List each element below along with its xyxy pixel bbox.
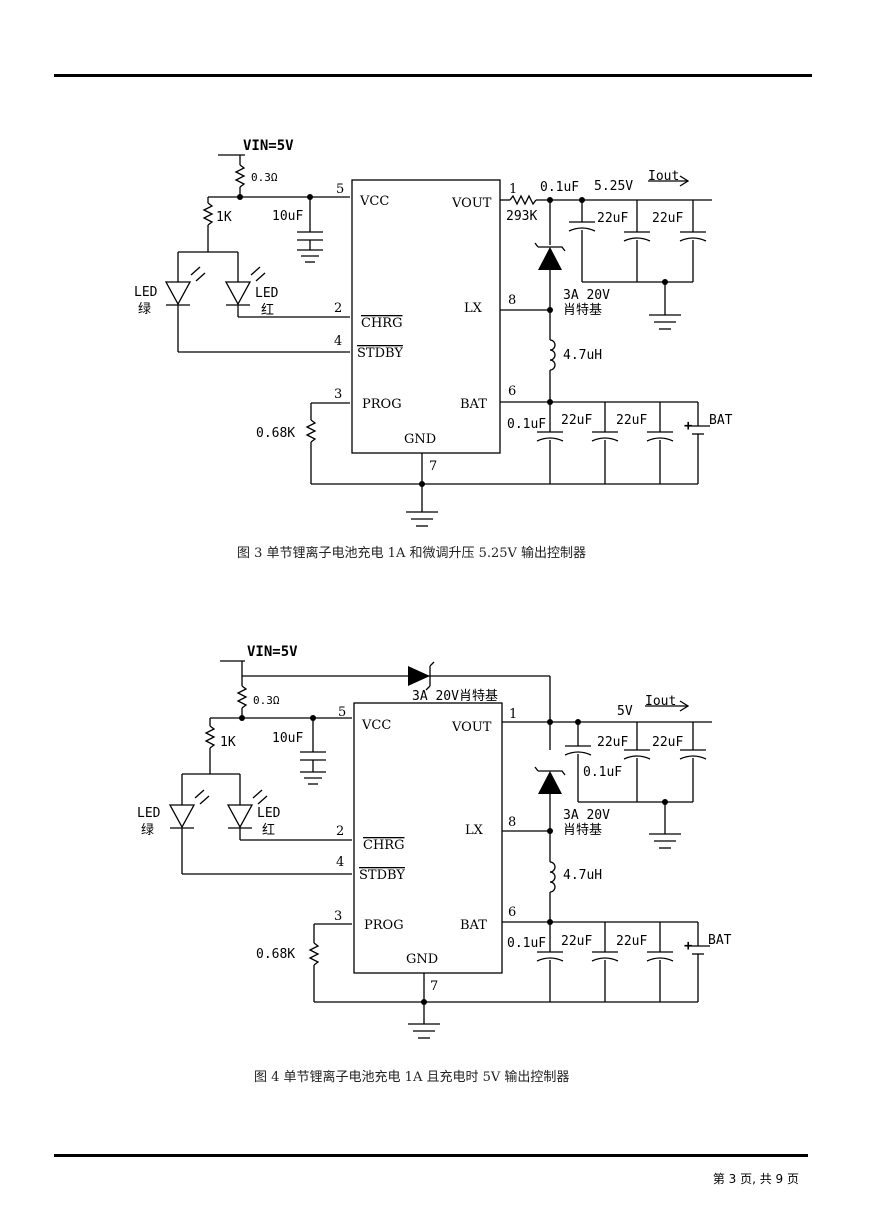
- svg-text:6: 6: [508, 905, 516, 920]
- figure-4-schematic: VIN=5V 0.3Ω 3A 20V肖特基 1K 10uF 5 VCC VOUT…: [137, 644, 732, 1039]
- figure-3: VIN=5V 0.3Ω 1K 10uF 5 VCC VOUT 1 293K 0.…: [0, 0, 869, 540]
- svg-text:CHRG: CHRG: [361, 316, 402, 331]
- svg-text:22uF: 22uF: [561, 413, 592, 428]
- svg-text:LED: LED: [257, 806, 281, 821]
- svg-text:1: 1: [509, 182, 517, 197]
- svg-text:0.3Ω: 0.3Ω: [253, 694, 280, 707]
- svg-text:VIN=5V: VIN=5V: [247, 644, 298, 660]
- svg-text:绿: 绿: [141, 823, 154, 838]
- svg-text:肖特基: 肖特基: [563, 823, 602, 838]
- svg-text:VOUT: VOUT: [451, 196, 492, 211]
- svg-text:BAT: BAT: [460, 918, 487, 933]
- svg-text:7: 7: [430, 979, 438, 994]
- svg-text:22uF: 22uF: [652, 211, 683, 226]
- header-rule: [54, 74, 812, 77]
- svg-text:22uF: 22uF: [561, 934, 592, 949]
- svg-text:293K: 293K: [506, 209, 537, 224]
- svg-text:3: 3: [334, 387, 342, 402]
- resistor-293k: [509, 194, 537, 206]
- svg-text:22uF: 22uF: [597, 735, 628, 750]
- figure-3-caption: 图 3 单节锂离子电池充电 1A 和微调升压 5.25V 输出控制器: [237, 546, 587, 561]
- svg-text:5V: 5V: [617, 704, 633, 719]
- svg-text:STDBY: STDBY: [359, 868, 405, 883]
- svg-text:22uF: 22uF: [597, 211, 628, 226]
- svg-text:BAT: BAT: [708, 933, 732, 948]
- ic-chip: [351, 179, 501, 454]
- svg-text:0.68K: 0.68K: [256, 947, 295, 962]
- svg-text:LED: LED: [137, 806, 161, 821]
- svg-text:4.7uH: 4.7uH: [563, 868, 602, 883]
- svg-text:红: 红: [262, 822, 275, 838]
- page-number: 第 3 页, 共 9 页: [712, 1172, 799, 1186]
- svg-text:STDBY: STDBY: [357, 346, 403, 361]
- svg-text:1K: 1K: [216, 210, 232, 225]
- svg-text:4.7uH: 4.7uH: [563, 348, 602, 363]
- svg-text:3A 20V: 3A 20V: [563, 288, 610, 303]
- svg-text:+: +: [684, 418, 692, 434]
- schottky-diode-icon: [538, 247, 562, 270]
- svg-text:1K: 1K: [220, 735, 236, 750]
- svg-text:3A 20V: 3A 20V: [563, 808, 610, 823]
- svg-text:22uF: 22uF: [616, 413, 647, 428]
- svg-text:4: 4: [336, 855, 344, 870]
- svg-text:8: 8: [508, 293, 516, 308]
- figure-4: VIN=5V 0.3Ω 3A 20V肖特基 1K 10uF 5 VCC VOUT…: [0, 600, 869, 1070]
- svg-text:0.1uF: 0.1uF: [507, 417, 546, 432]
- svg-text:Iout: Iout: [645, 694, 676, 709]
- vin-label: VIN=5V: [243, 138, 294, 154]
- svg-text:0.1uF: 0.1uF: [583, 765, 622, 780]
- svg-text:2: 2: [334, 301, 342, 316]
- svg-text:PROG: PROG: [364, 918, 404, 933]
- svg-text:肖特基: 肖特基: [563, 303, 602, 318]
- svg-text:VCC: VCC: [359, 194, 389, 209]
- svg-text:LED: LED: [134, 285, 158, 300]
- svg-text:LX: LX: [464, 301, 483, 316]
- svg-text:10uF: 10uF: [272, 731, 303, 746]
- svg-text:Iout: Iout: [648, 169, 679, 184]
- svg-text:22uF: 22uF: [652, 735, 683, 750]
- bypass-schottky-icon: [408, 666, 430, 686]
- resistor-prog: [305, 419, 317, 443]
- svg-text:5: 5: [338, 705, 346, 720]
- svg-text:2: 2: [336, 824, 344, 839]
- svg-text:3: 3: [334, 909, 342, 924]
- svg-text:0.3Ω: 0.3Ω: [251, 171, 278, 184]
- figure-3-schematic: VIN=5V 0.3Ω 1K 10uF 5 VCC VOUT 1 293K 0.…: [134, 138, 733, 527]
- svg-text:+: +: [684, 938, 692, 954]
- svg-text:BAT: BAT: [709, 413, 733, 428]
- svg-text:VCC: VCC: [361, 718, 391, 733]
- figure-4-caption: 图 4 单节锂离子电池充电 1A 且充电时 5V 输出控制器: [254, 1070, 570, 1085]
- svg-text:PROG: PROG: [362, 397, 402, 412]
- svg-text:LED: LED: [255, 286, 279, 301]
- svg-text:22uF: 22uF: [616, 934, 647, 949]
- svg-text:0.1uF: 0.1uF: [540, 180, 579, 195]
- svg-text:3A 20V肖特基: 3A 20V肖特基: [412, 689, 498, 704]
- svg-text:1: 1: [509, 707, 517, 722]
- svg-text:0.1uF: 0.1uF: [507, 936, 546, 951]
- resistor-1k: [202, 202, 214, 226]
- svg-text:BAT: BAT: [460, 397, 487, 412]
- led-green-icon: [164, 281, 192, 306]
- svg-text:绿: 绿: [138, 302, 151, 317]
- svg-text:0.68K: 0.68K: [256, 426, 295, 441]
- sense-resistor: [234, 164, 246, 188]
- svg-text:红: 红: [261, 302, 274, 318]
- svg-text:6: 6: [508, 384, 516, 399]
- footer-rule: [54, 1154, 808, 1157]
- svg-text:CHRG: CHRG: [363, 838, 404, 853]
- svg-text:GND: GND: [404, 432, 436, 447]
- svg-text:LX: LX: [465, 823, 484, 838]
- svg-text:5: 5: [336, 182, 344, 197]
- svg-text:VOUT: VOUT: [451, 720, 492, 735]
- svg-text:10uF: 10uF: [272, 209, 303, 224]
- svg-text:GND: GND: [406, 952, 438, 967]
- led-red-icon: [224, 281, 252, 306]
- svg-text:4: 4: [334, 334, 342, 349]
- svg-text:5.25V: 5.25V: [594, 179, 633, 194]
- svg-text:7: 7: [429, 459, 437, 474]
- inductor-icon: [549, 339, 556, 371]
- svg-text:8: 8: [508, 815, 516, 830]
